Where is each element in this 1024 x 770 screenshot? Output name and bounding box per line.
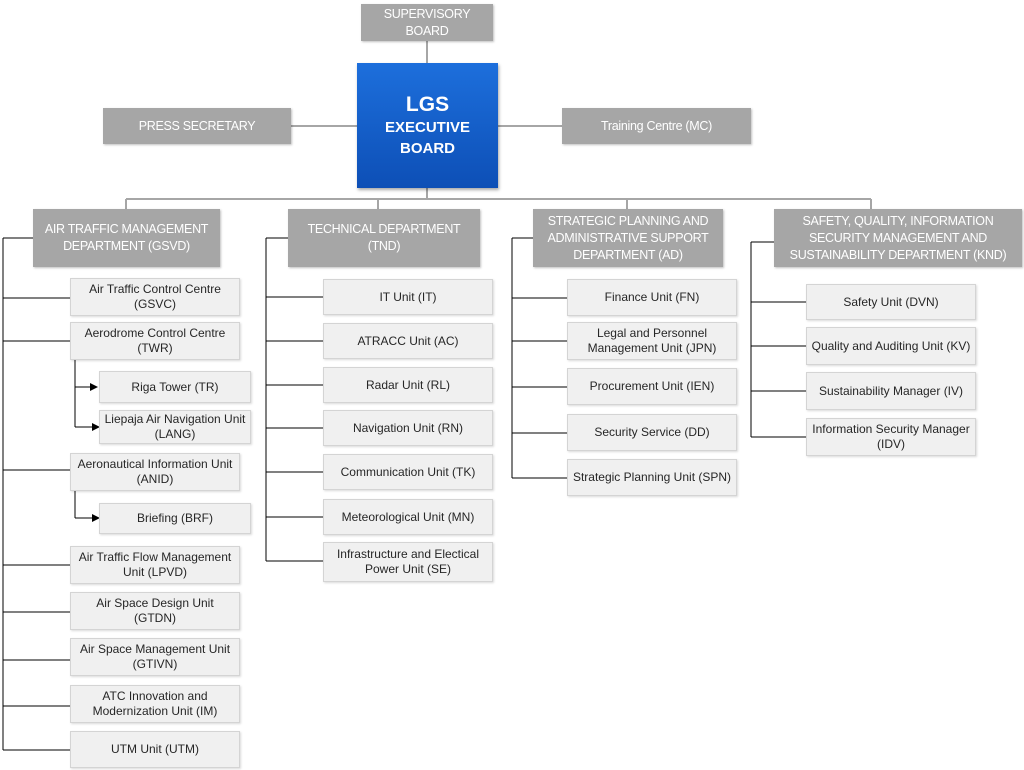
unit-it: IT Unit (IT) — [323, 279, 493, 315]
unit-gtivn: Air Space Management Unit (GTIVN) — [70, 638, 240, 676]
unit-label: Legal and Personnel Management Unit (JPN… — [587, 326, 717, 355]
unit-label: Navigation Unit (RN) — [352, 420, 464, 435]
unit-ac: ATRACC Unit (AC) — [323, 323, 493, 359]
unit-im: ATC Innovation and Modernization Unit (I… — [70, 685, 240, 723]
department-title: SAFETY, QUALITY, INFORMATION SECURITY MA… — [789, 213, 1007, 262]
press-secretary-box: PRESS SECRETARY — [103, 108, 291, 144]
executive-line3: BOARD — [400, 139, 455, 157]
unit-lpvd: Air Traffic Flow Management Unit (LPVD) — [70, 546, 240, 584]
unit-label: Communication Unit (TK) — [340, 464, 476, 479]
unit-label: Finance Unit (FN) — [604, 290, 700, 304]
unit-jpn: Legal and Personnel Management Unit (JPN… — [567, 322, 737, 360]
unit-label: Meteorological Unit (MN) — [341, 509, 475, 524]
unit-label: ATRACC Unit (AC) — [357, 333, 459, 348]
unit-se: Infrastructure and Electical Power Unit … — [323, 542, 493, 582]
unit-label: Security Service (DD) — [594, 425, 710, 439]
department-header-knd: SAFETY, QUALITY, INFORMATION SECURITY MA… — [774, 209, 1022, 267]
training-centre-box: Training Centre (MC) — [562, 108, 751, 144]
unit-label: Briefing (BRF) — [136, 511, 213, 525]
unit-label: Sustainability Manager (IV) — [818, 383, 964, 398]
unit-lang: Liepaja Air Navigation Unit (LANG) — [99, 410, 251, 444]
supervisory-board-box: SUPERVISORY BOARD — [361, 4, 493, 41]
unit-rn: Navigation Unit (RN) — [323, 410, 493, 446]
supervisory-board-label: SUPERVISORY BOARD — [383, 6, 471, 38]
unit-dvn: Safety Unit (DVN) — [806, 284, 976, 320]
training-centre-label: Training Centre (MC) — [601, 118, 712, 133]
executive-line1: LGS — [405, 92, 450, 116]
unit-tk: Communication Unit (TK) — [323, 454, 493, 490]
executive-line2: EXECUTIVE — [384, 118, 471, 136]
unit-mn: Meteorological Unit (MN) — [323, 499, 493, 535]
unit-gsvc: Air Traffic Control Centre (GSVC) — [70, 278, 240, 316]
unit-label: Procurement Unit (IEN) — [589, 379, 715, 393]
unit-label: Riga Tower (TR) — [131, 379, 219, 394]
unit-label: Aerodrome Control Centre (TWR) — [84, 326, 226, 355]
unit-utm: UTM Unit (UTM) — [70, 731, 240, 768]
unit-ien: Procurement Unit (IEN) — [567, 368, 737, 405]
unit-spn: Strategic Planning Unit (SPN) — [567, 459, 737, 496]
unit-label: Safety Unit (DVN) — [843, 294, 939, 309]
unit-anid: Aeronautical Information Unit (ANID) — [70, 453, 240, 491]
department-header-gsvd: AIR TRAFFIC MANAGEMENT DEPARTMENT (GSVD) — [33, 209, 220, 267]
unit-label: Air Space Management Unit (GTIVN) — [79, 642, 231, 671]
unit-label: Air Traffic Control Centre (GSVC) — [89, 282, 221, 311]
unit-label: Quality and Auditing Unit (KV) — [811, 338, 971, 353]
unit-dd: Security Service (DD) — [567, 414, 737, 451]
press-secretary-label: PRESS SECRETARY — [138, 118, 256, 133]
department-title: STRATEGIC PLANNING AND ADMINISTRATIVE SU… — [547, 213, 709, 262]
department-header-ad: STRATEGIC PLANNING AND ADMINISTRATIVE SU… — [533, 209, 723, 267]
unit-label: Radar Unit (RL) — [365, 377, 451, 392]
unit-label: Infrastructure and Electical Power Unit … — [336, 547, 480, 576]
unit-label: Air Space Design Unit (GTDN) — [96, 596, 214, 625]
unit-kv: Quality and Auditing Unit (KV) — [806, 327, 976, 365]
unit-twr: Aerodrome Control Centre (TWR) — [70, 322, 240, 360]
unit-label: IT Unit (IT) — [379, 289, 437, 304]
department-title: AIR TRAFFIC MANAGEMENT DEPARTMENT (GSVD) — [44, 222, 209, 253]
unit-idv: Information Security Manager (IDV) — [806, 418, 976, 456]
unit-fn: Finance Unit (FN) — [567, 279, 737, 316]
unit-iv: Sustainability Manager (IV) — [806, 372, 976, 410]
unit-label: UTM Unit (UTM) — [111, 742, 199, 756]
unit-label: Aeronautical Information Unit (ANID) — [77, 457, 233, 486]
unit-label: Information Security Manager (IDV) — [812, 422, 970, 451]
unit-rl: Radar Unit (RL) — [323, 367, 493, 403]
unit-label: Air Traffic Flow Management Unit (LPVD) — [78, 550, 232, 579]
unit-brf: Briefing (BRF) — [99, 503, 251, 534]
unit-tr: Riga Tower (TR) — [99, 371, 251, 403]
unit-gtdn: Air Space Design Unit (GTDN) — [70, 592, 240, 630]
executive-board-box: LGS EXECUTIVE BOARD — [357, 63, 498, 188]
unit-label: ATC Innovation and Modernization Unit (I… — [92, 689, 218, 718]
unit-label: Strategic Planning Unit (SPN) — [572, 470, 732, 484]
unit-label: Liepaja Air Navigation Unit (LANG) — [104, 412, 246, 441]
department-header-tnd: TECHNICAL DEPARTMENT (TND) — [288, 209, 480, 267]
department-title: TECHNICAL DEPARTMENT (TND) — [307, 222, 461, 253]
